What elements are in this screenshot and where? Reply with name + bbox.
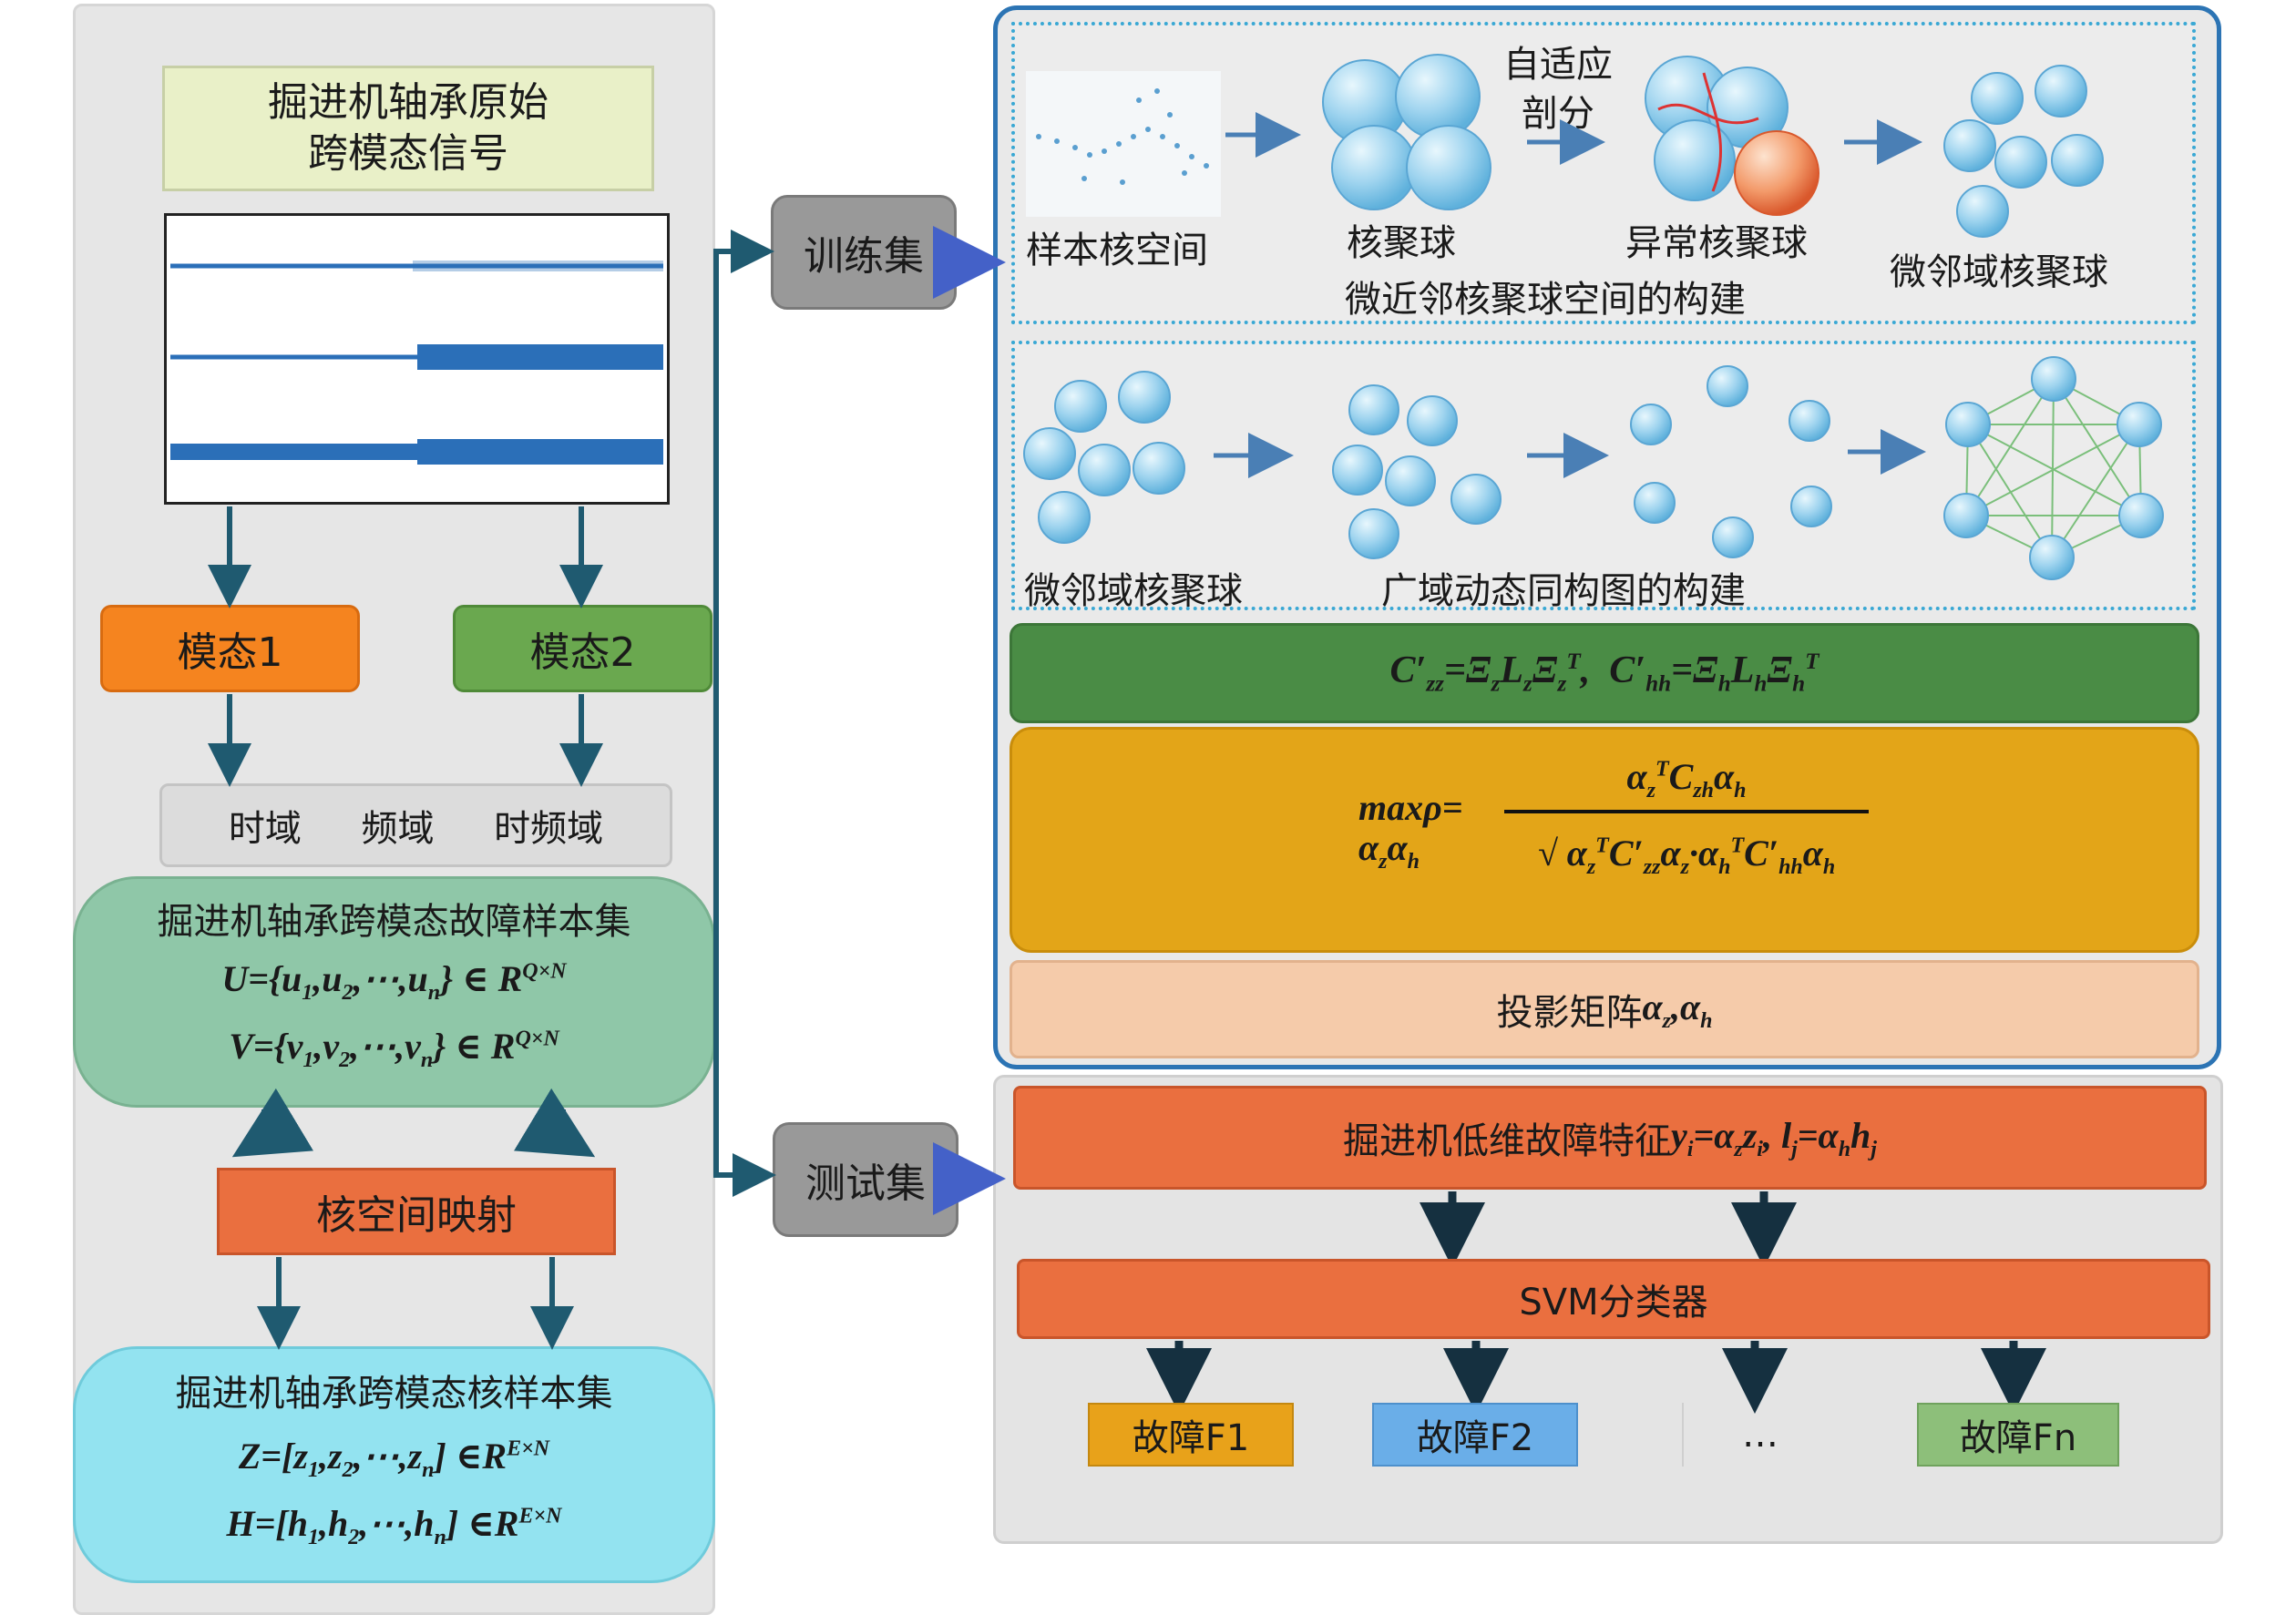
fault-ellipsis-label: …	[1742, 1414, 1778, 1456]
fault-f1-label: 故障F1	[1132, 1417, 1250, 1459]
covariance-formula: C′zz=ΞzLzΞzT, C′hh=ΞhLhΞhT	[1389, 649, 1819, 697]
micro-domain-ball-label-top: 微邻域核聚球	[1890, 251, 2108, 293]
fault-f1-box: 故障F1	[1088, 1403, 1294, 1467]
fault-f2-label: 故障F2	[1416, 1417, 1534, 1459]
projection-matrix-box: 投影矩阵 αz,αh	[1010, 960, 2199, 1058]
objective-max: maxρ=αzαh	[1358, 787, 1463, 874]
graph-construction-title: 广域动态同构图的构建	[1381, 570, 1746, 612]
construction-title: 微近邻核聚球空间的构建	[1345, 279, 1746, 321]
mode1-label: 模态1	[177, 629, 283, 676]
covariance-formula-box: C′zz=ΞzLzΞzT, C′hh=ΞhLhΞhT	[1010, 623, 2199, 723]
raw-signal-title: 掘进机轴承原始 跨模态信号	[162, 66, 654, 191]
raw-signal-title-line1: 掘进机轴承原始	[268, 79, 548, 126]
projection-formula: αz,αh	[1642, 986, 1713, 1033]
kernel-sample-set-formula-z: Z=[z1,z2,⋯,zn] ∈RE×N	[238, 1436, 550, 1482]
domain-time-frequency: 时频域	[494, 808, 604, 850]
objective-denominator: √ αzTC′zzαz·αhTC′hhαh	[1537, 833, 1836, 879]
training-set-node: 训练集	[771, 195, 957, 310]
domain-time: 时域	[228, 808, 302, 850]
raw-signal-title-line2: 跨模态信号	[308, 130, 508, 177]
fault-sample-set: 掘进机轴承跨模态故障样本集 U={u1,u2,⋯,un} ∈ RQ×N V={v…	[73, 876, 715, 1108]
domain-frequency: 频域	[361, 808, 435, 850]
testing-set-label: 测试集	[805, 1160, 926, 1207]
mode1-box: 模态1	[100, 605, 360, 692]
kernel-mapping-label: 核空间映射	[316, 1192, 517, 1239]
svm-label: SVM分类器	[1519, 1282, 1708, 1324]
testing-set-node: 测试集	[773, 1122, 958, 1237]
abnormal-kernel-ball-label: 异常核聚球	[1625, 222, 1808, 264]
waveform-trace-3	[170, 444, 417, 460]
kernel-mapping-box: 核空间映射	[217, 1168, 616, 1255]
micro-domain-ball-label-mid: 微邻域核聚球	[1024, 570, 1243, 612]
waveform-trace-2b	[417, 344, 663, 370]
kernel-sample-set-title: 掘进机轴承跨模态核样本集	[175, 1373, 613, 1415]
training-set-label: 训练集	[804, 233, 924, 280]
fault-f2-box: 故障F2	[1372, 1403, 1578, 1467]
sample-kernel-space-label: 样本核空间	[1026, 230, 1208, 271]
mode2-box: 模态2	[453, 605, 712, 692]
fault-sample-set-formula-v: V={v1,v2,⋯,vn} ∈ RQ×N	[229, 1026, 559, 1072]
arrow-to-testing	[713, 638, 776, 1197]
fault-sample-set-formula-u: U={u1,u2,⋯,un} ∈ RQ×N	[221, 958, 567, 1005]
fraction-bar	[1504, 810, 1869, 813]
kernel-sample-set: 掘进机轴承跨模态核样本集 Z=[z1,z2,⋯,zn] ∈RE×N H=[h1,…	[73, 1346, 715, 1583]
adaptive-line2: 剖分	[1522, 93, 1594, 135]
mode2-label: 模态2	[529, 629, 636, 676]
arrow-to-training	[713, 230, 774, 638]
svm-classifier-box: SVM分类器	[1017, 1259, 2210, 1339]
cca-objective-box: maxρ=αzαh αzTCzhαh √ αzTC′zzαz·αhTC′hhαh	[1010, 727, 2199, 953]
fault-fn-label: 故障Fn	[1959, 1417, 2077, 1459]
waveform-svg	[170, 261, 663, 465]
domain-box: 时域 频域 时频域	[159, 783, 672, 867]
adaptive-line1: 自适应	[1503, 44, 1613, 86]
kernel-ball-label: 核聚球	[1347, 222, 1456, 264]
fault-sample-set-title: 掘进机轴承跨模态故障样本集	[157, 901, 631, 943]
kernel-sample-set-formula-h: H=[h1,h2,⋯,hn] ∈RE×N	[226, 1503, 562, 1549]
fault-fn-box: 故障Fn	[1917, 1403, 2119, 1467]
objective-numerator: αzTCzhαh	[1626, 756, 1747, 802]
projection-prefix: 投影矩阵	[1496, 992, 1643, 1034]
waveform-plot	[164, 213, 670, 505]
waveform-traces	[170, 261, 663, 465]
feature-prefix: 掘进机低维故障特征	[1343, 1120, 1672, 1162]
low-dim-feature-box: 掘进机低维故障特征 yi=αzzi, lj=αhhj	[1013, 1086, 2207, 1190]
waveform-trace-1b	[413, 261, 663, 271]
fault-ellipsis: …	[1682, 1403, 1837, 1467]
waveform-trace-3b	[417, 439, 663, 465]
feature-formula: yi=αzzi, lj=αhhj	[1671, 1114, 1877, 1161]
